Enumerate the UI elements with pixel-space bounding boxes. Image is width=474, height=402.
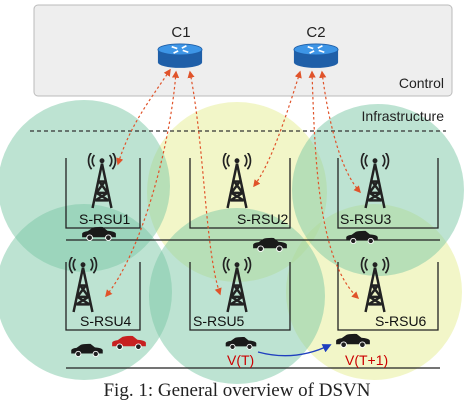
link-c2-rsu6: [308, 70, 360, 299]
vehicle-label-next: V(T+1): [345, 352, 388, 368]
controller-label-c2: C2: [306, 24, 325, 41]
router-icon-c2: [293, 43, 339, 69]
rsu-label-4: S-RSU4: [80, 313, 132, 329]
router-icon-c1: [157, 43, 203, 69]
rsu-label-1: S-RSU1: [79, 211, 131, 227]
figure-caption: Fig. 1: General overview of DSVN: [103, 380, 371, 401]
vehicle-label-current: V(T): [227, 352, 254, 368]
link-c1-rsu4: [105, 70, 180, 298]
link-c2-rsu2: [253, 70, 302, 188]
control-plane-panel: [33, 4, 453, 97]
control-links: [105, 68, 361, 299]
infrastructure-layer-label: Infrastructure: [362, 108, 445, 124]
link-c1-rsu5: [187, 70, 222, 296]
rsu-label-3: S-RSU3: [340, 211, 392, 227]
rsu-label-5: S-RSU5: [193, 313, 245, 329]
controller-label-c1: C1: [171, 24, 190, 41]
vehicle-movement-arrow: [257, 344, 332, 357]
rsu-label-6: S-RSU6: [375, 313, 427, 329]
rsu-label-2: S-RSU2: [237, 211, 289, 227]
control-layer-label: Control: [399, 75, 444, 91]
